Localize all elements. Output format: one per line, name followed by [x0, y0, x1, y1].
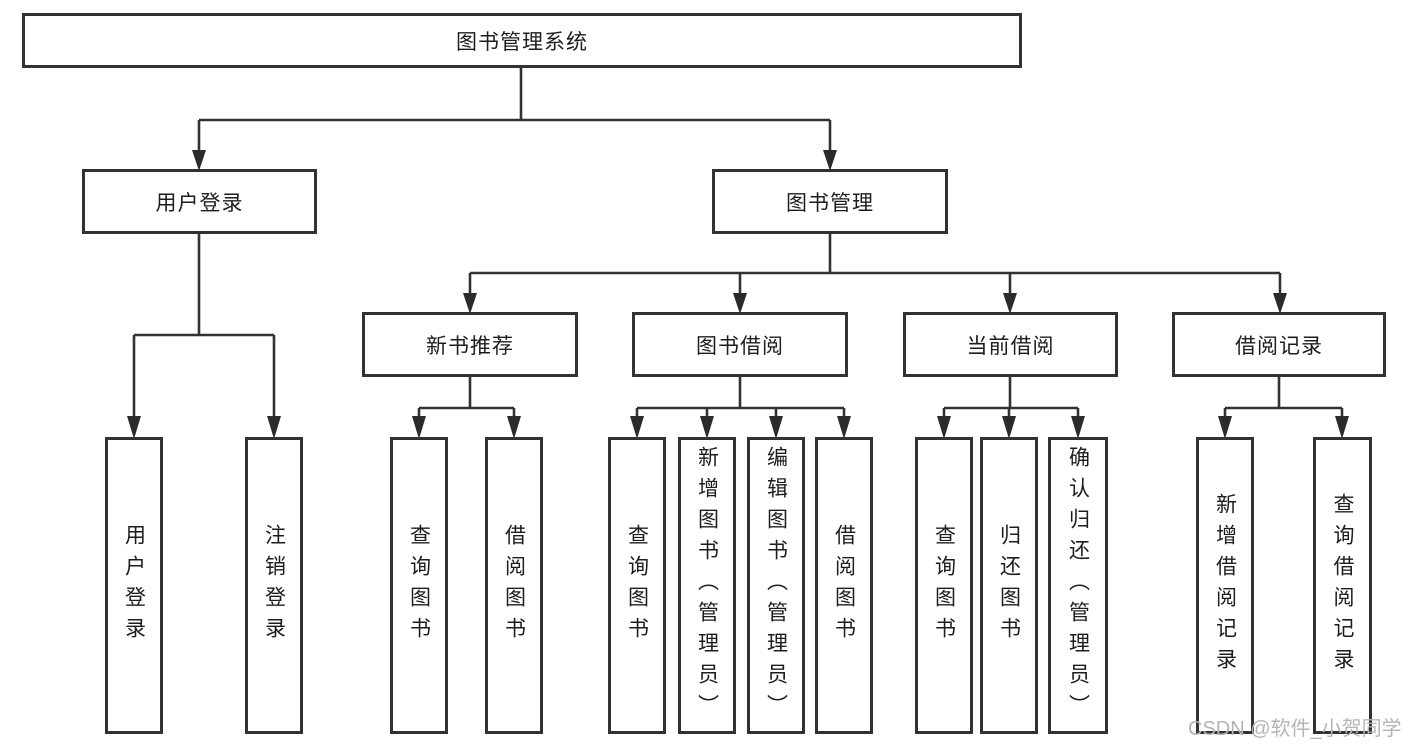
- node-label: 新书推荐: [426, 334, 514, 358]
- node-label: 图书借阅: [696, 334, 784, 358]
- leaf-logout-login: 注销登录: [245, 437, 303, 734]
- node-label: 图书管理系统: [456, 30, 588, 54]
- leaf-user-login: 用户登录: [105, 437, 163, 734]
- leaf-current-return-books: 归还图书: [980, 437, 1038, 734]
- node-current-borrow: 当前借阅: [903, 312, 1118, 377]
- leaf-label: 编辑图书（管理员）: [764, 446, 788, 725]
- leaf-recommend-borrow-books: 借阅图书: [485, 437, 543, 734]
- leaf-recommend-query-books: 查询图书: [390, 437, 448, 734]
- leaf-current-confirm-return-admin: 确认归还（管理员）: [1048, 437, 1108, 734]
- leaf-records-query-record: 查询借阅记录: [1313, 437, 1372, 734]
- leaf-label: 新增借阅记录: [1213, 492, 1237, 679]
- leaf-label: 查询图书: [407, 523, 431, 648]
- node-new-book-recommend: 新书推荐: [362, 312, 578, 377]
- watermark-text: CSDN @软件_小贺同学: [1188, 718, 1402, 740]
- leaf-label: 查询图书: [932, 523, 956, 648]
- leaf-label: 查询借阅记录: [1331, 492, 1354, 679]
- node-label: 用户登录: [155, 191, 244, 215]
- leaf-label: 归还图书: [997, 523, 1021, 648]
- node-label: 借阅记录: [1235, 334, 1323, 358]
- leaf-label: 新增图书（管理员）: [695, 446, 719, 725]
- leaf-borrow-query-books: 查询图书: [608, 437, 666, 734]
- connector-segments: [132, 68, 1344, 434]
- leaf-label: 查询图书: [625, 523, 649, 648]
- leaf-current-query-books: 查询图书: [915, 437, 973, 734]
- node-library-system: 图书管理系统: [22, 13, 1022, 68]
- leaf-borrow-add-books-admin: 新增图书（管理员）: [678, 437, 736, 734]
- leaf-label: 确认归还（管理员）: [1066, 446, 1090, 725]
- leaf-borrow-edit-books-admin: 编辑图书（管理员）: [747, 437, 805, 734]
- leaf-label: 注销登录: [262, 523, 286, 648]
- leaf-label: 借阅图书: [502, 523, 526, 648]
- node-user-login: 用户登录: [82, 169, 317, 234]
- node-borrow-records: 借阅记录: [1172, 312, 1386, 377]
- node-book-borrow: 图书借阅: [632, 312, 848, 377]
- node-label: 当前借阅: [966, 334, 1055, 358]
- node-book-management: 图书管理: [712, 169, 948, 234]
- leaf-borrow-borrow-books: 借阅图书: [815, 437, 873, 734]
- leaf-label: 借阅图书: [832, 523, 856, 648]
- leaf-label: 用户登录: [122, 523, 146, 648]
- leaf-records-add-record: 新增借阅记录: [1196, 437, 1254, 734]
- node-label: 图书管理: [786, 191, 874, 215]
